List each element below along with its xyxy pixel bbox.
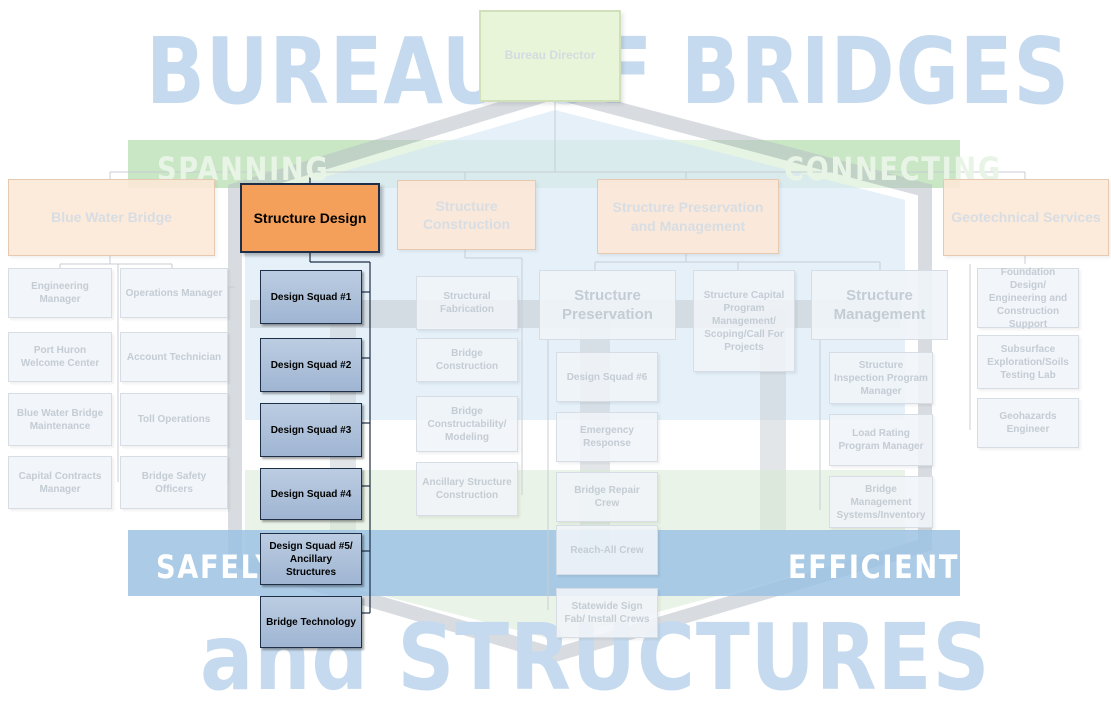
unit-subsurface-exploration: Subsurface Exploration/Soils Testing Lab — [977, 335, 1079, 389]
unit-structural-fabrication: Structural Fabrication — [416, 276, 518, 330]
unit-structure-inspection-manager: Structure Inspection Program Manager — [829, 352, 933, 404]
subdept-structure-management: Structure Management — [811, 270, 948, 340]
unit-capital-contracts-manager: Capital Contracts Manager — [8, 456, 112, 509]
unit-reach-all-crew: Reach-All Crew — [556, 525, 658, 575]
squad-design-2: Design Squad #2 — [260, 338, 362, 392]
unit-bwb-maintenance: Blue Water Bridge Maintenance — [8, 393, 112, 446]
unit-operations-manager: Operations Manager — [120, 268, 228, 318]
band-word-efficiently: EFFICIENTLY — [788, 548, 996, 586]
subdept-structure-preservation: Structure Preservation — [539, 270, 676, 340]
unit-foundation-design: Foundation Design/ Engineering and Const… — [977, 267, 1079, 330]
unit-geohazards-engineer: Geohazards Engineer — [977, 398, 1079, 448]
unit-bridge-repair-crew: Bridge Repair Crew — [556, 472, 658, 522]
unit-port-huron-welcome-center: Port Huron Welcome Center — [8, 332, 112, 382]
dept-geotechnical-services: Geotechnical Services — [943, 179, 1109, 256]
unit-bridge-constructability: Bridge Constructability/ Modeling — [416, 396, 518, 452]
unit-load-rating-manager: Load Rating Program Manager — [829, 414, 933, 466]
unit-bridge-construction: Bridge Construction — [416, 338, 518, 382]
squad-design-4: Design Squad #4 — [260, 468, 362, 520]
squad-design-3: Design Squad #3 — [260, 403, 362, 457]
unit-account-technician: Account Technician — [120, 332, 228, 382]
unit-design-squad-6: Design Squad #6 — [556, 352, 658, 402]
dept-structure-design: Structure Design — [240, 183, 380, 253]
dept-blue-water-bridge: Blue Water Bridge — [8, 179, 215, 256]
unit-statewide-sign-fab: Statewide Sign Fab/ Install Crews — [556, 588, 658, 638]
band-word-safely: SAFELY — [156, 548, 277, 586]
unit-structure-capital-program: Structure Capital Program Management/ Sc… — [693, 270, 795, 372]
squad-design-5-ancillary: Design Squad #5/ Ancillary Structures — [260, 533, 362, 585]
unit-toll-operations: Toll Operations — [120, 393, 228, 446]
unit-ancillary-structure-construction: Ancillary Structure Construction — [416, 462, 518, 516]
bureau-director-box: Bureau Director — [479, 10, 621, 102]
unit-bridge-management-systems: Bridge Management Systems/Inventory — [829, 476, 933, 528]
dept-structure-preservation-management: Structure Preservation and Management — [597, 179, 779, 254]
dept-structure-construction: Structure Construction — [397, 180, 536, 250]
squad-design-1: Design Squad #1 — [260, 270, 362, 324]
unit-bridge-technology: Bridge Technology — [260, 596, 362, 648]
unit-bridge-safety-officers: Bridge Safety Officers — [120, 456, 228, 509]
unit-emergency-response: Emergency Response — [556, 412, 658, 462]
unit-engineering-manager: Engineering Manager — [8, 268, 112, 318]
